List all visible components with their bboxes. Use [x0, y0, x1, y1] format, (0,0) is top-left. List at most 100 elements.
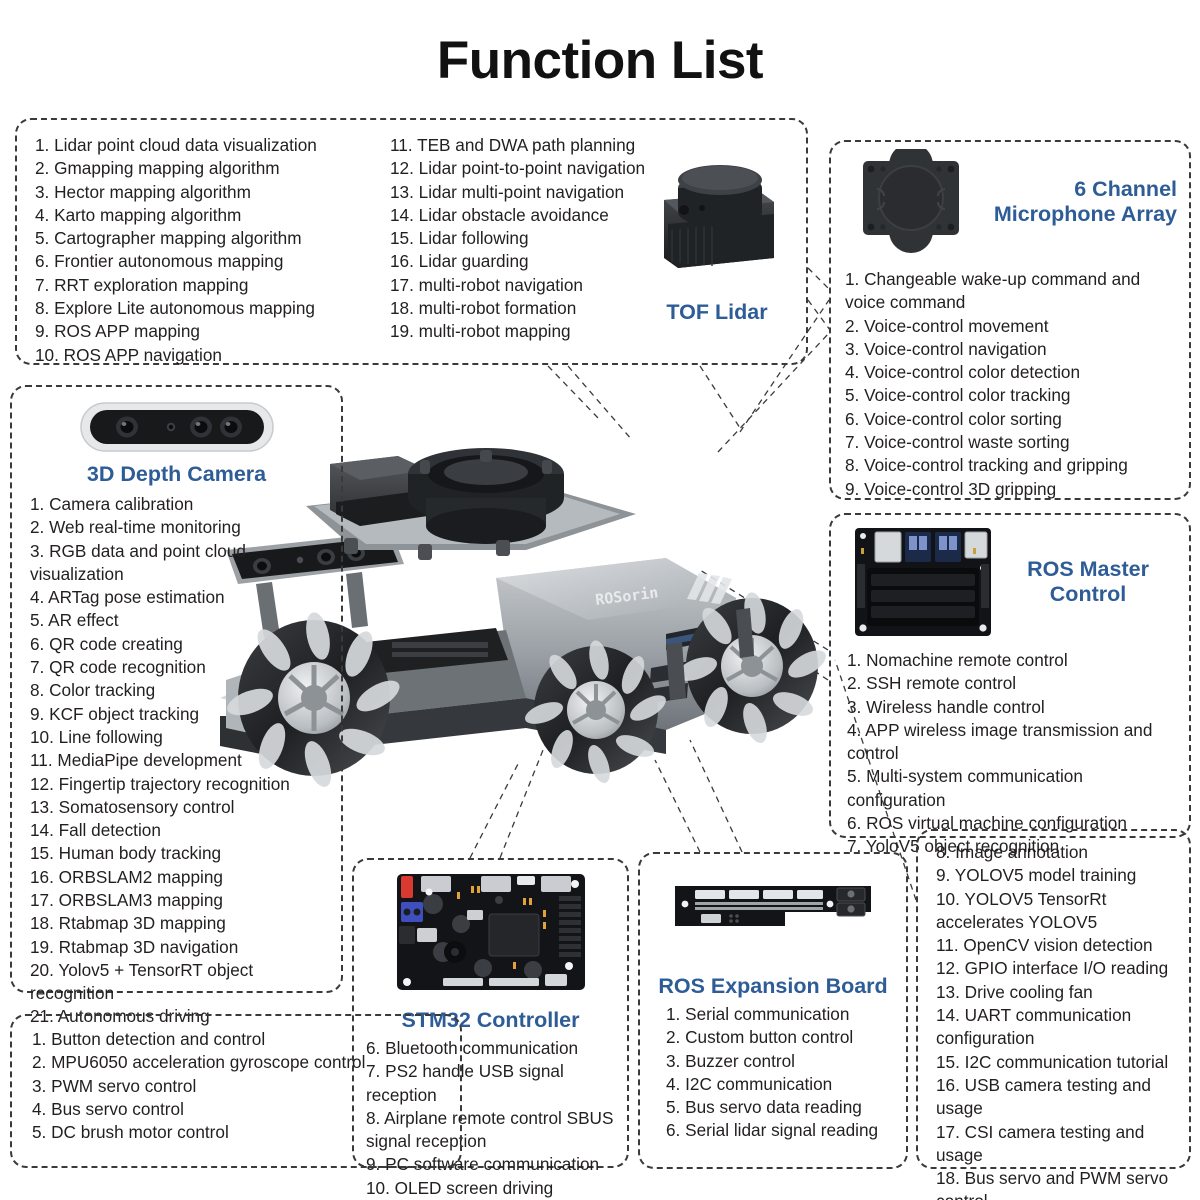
list-item: 12. GPIO interface I/O reading: [936, 958, 1169, 979]
list-item: 4. ARTag pose estimation: [30, 587, 225, 608]
list-item: 13. Lidar multi-point navigation: [390, 181, 625, 202]
list-item: 2. MPU6050 acceleration gyroscope contro…: [32, 1052, 366, 1073]
list-item: 1. Button detection and control: [32, 1029, 266, 1049]
list-item: 9. KCF object tracking: [30, 703, 200, 724]
stm32-function-list-second: 6. Bluetooth communication 7. PS2 handle…: [354, 1033, 627, 1200]
list-item: 8. Image annotation: [936, 842, 1088, 862]
list-item: 16. ORBSLAM2 mapping: [30, 866, 223, 887]
list-item: 4. I2C communication: [666, 1073, 833, 1094]
list-item: 5. Multi-system communication configurat…: [847, 766, 1083, 810]
heading-line-2: Control: [1049, 582, 1127, 606]
ros-expansion-function-list: 1. Serial communication 2. Custom button…: [640, 999, 906, 1143]
expansion-board-icon: [675, 886, 871, 926]
list-item: 6. Bluetooth communication: [366, 1037, 579, 1058]
panel-depth-camera: 3D Depth Camera 1. Camera calibration 2.…: [10, 385, 343, 1026]
list-item: 5. Voice-control color tracking: [845, 385, 1071, 406]
tof-lidar-icon: [664, 165, 774, 268]
ros-master-control-heading: ROS Master Control: [993, 557, 1183, 607]
list-item: 4. Bus servo control: [32, 1098, 184, 1119]
list-item: 5. Bus servo data reading: [666, 1097, 862, 1118]
list-item: 3. Wireless handle control: [847, 696, 1045, 717]
list-item: 14. Fall detection: [30, 820, 161, 841]
list-item: 3. PWM servo control: [32, 1075, 197, 1096]
list-item: 6. Frontier autonomous mapping: [35, 251, 284, 272]
list-item: 6. ROS virtual machine configuration: [847, 813, 1127, 834]
list-item: 10. Line following: [30, 726, 163, 747]
panel-ros-master-control-continued: 8. Image annotation 9. YOLOV5 model trai…: [916, 829, 1191, 1200]
list-item: 11. MediaPipe development: [30, 750, 242, 771]
panel-lidar-functions: 1. Lidar point cloud data visualization …: [15, 118, 808, 365]
list-item: 19. Rtabmap 3D navigation: [30, 936, 239, 957]
panel-ros-expansion-board: ROS Expansion Board 1. Serial communicat…: [638, 852, 908, 1169]
list-item: 12. Fingertip trajectory recognition: [30, 773, 290, 794]
list-item: 17. multi-robot navigation: [390, 274, 583, 295]
list-item: 1. Camera calibration: [30, 493, 194, 514]
list-item: 14. UART communication configuration: [936, 1005, 1132, 1049]
depth-camera-function-list: 1. Camera calibration 2. Web real-time m…: [12, 487, 341, 1029]
depth-camera-icon: [79, 402, 274, 452]
list-item: 6. Voice-control color sorting: [845, 408, 1062, 429]
list-item: 18. Bus servo and PWM servo control: [936, 1168, 1169, 1200]
list-item: 11. OpenCV vision detection: [936, 935, 1153, 956]
heading-line-1: 6 Channel: [1074, 177, 1177, 202]
list-item: 15. I2C communication tutorial: [936, 1051, 1169, 1072]
panel-stm32-controller-first-items: 1. Button detection and control 2. MPU60…: [10, 1014, 462, 1168]
microphone-array-heading: 6 Channel Microphone Array: [969, 177, 1181, 227]
heading-line-1: ROS Master: [1027, 557, 1149, 582]
list-item: 8. Voice-control tracking and gripping: [845, 455, 1128, 476]
list-item: 11. TEB and DWA path planning: [390, 135, 636, 155]
list-item: 5. AR effect: [30, 610, 119, 631]
list-item: 7. QR code recognition: [30, 657, 206, 678]
list-item: 9. YOLOV5 model training: [936, 865, 1137, 886]
list-item: 17. ORBSLAM3 mapping: [30, 889, 223, 910]
list-item: 18. Rtabmap 3D mapping: [30, 913, 226, 934]
list-item: 1. Changeable wake-up command and voice …: [845, 269, 1141, 313]
list-item: 13. Drive cooling fan: [936, 981, 1093, 1002]
ros-master-function-list: 1. Nomachine remote control 2. SSH remot…: [831, 643, 1189, 859]
list-item: 17. CSI camera testing and usage: [936, 1121, 1145, 1165]
heading-line-2: Microphone Array: [993, 202, 1177, 226]
list-item: 5. Cartographer mapping algorithm: [35, 228, 302, 249]
list-item: 12. Lidar point-to-point navigation: [390, 158, 646, 179]
stm32-controller-heading: STM32 Controller: [401, 1008, 580, 1032]
list-item: 5. DC brush motor control: [32, 1122, 229, 1143]
ros-expansion-board-heading: ROS Expansion Board: [658, 974, 888, 998]
list-item: 2. Gmapping mapping algorithm: [35, 158, 280, 179]
list-item: 18. multi-robot formation: [390, 298, 577, 319]
list-item: 4. Karto mapping algorithm: [35, 204, 242, 225]
list-item: 2. Custom button control: [666, 1027, 854, 1048]
list-item: 10. YOLOV5 TensorRt accelerates YOLOV5: [936, 888, 1107, 932]
panel-microphone-array: 6 Channel Microphone Array 1. Changeable…: [829, 140, 1191, 500]
mecanum-robot-image: ROSorin: [220, 448, 826, 787]
lidar-function-list-right: 11. TEB and DWA path planning 12. Lidar …: [390, 134, 690, 367]
list-item: 16. Lidar guarding: [390, 251, 529, 272]
list-item: 9. Voice-control 3D gripping: [845, 478, 1057, 499]
list-item: 10. ROS APP navigation: [35, 344, 222, 365]
list-item: 7. Voice-control waste sorting: [845, 432, 1070, 453]
list-item: 1. Nomachine remote control: [847, 650, 1068, 670]
list-item: 20. Yolov5 + TensorRT object recognition: [30, 959, 254, 1004]
list-item: 21. Autonomous driving: [30, 1006, 210, 1027]
list-item: 3. Hector mapping algorithm: [35, 181, 251, 202]
list-item: 3. Buzzer control: [666, 1050, 795, 1071]
list-item: 8. Airplane remote control SBUS signal r…: [366, 1107, 614, 1152]
panel-stm32-controller: STM32 Controller 6. Bluetooth communicat…: [352, 858, 629, 1198]
list-item: 15. Human body tracking: [30, 843, 222, 864]
tof-lidar-label: TOF Lidar: [666, 300, 768, 324]
list-item: 1. Serial communication: [666, 1003, 850, 1024]
list-item: 13. Somatosensory control: [30, 796, 235, 817]
list-item: 2. Voice-control movement: [845, 315, 1049, 336]
list-item: 7. PS2 handle USB signal reception: [366, 1061, 564, 1105]
list-item: 9. ROS APP mapping: [35, 321, 200, 342]
list-item: 8. Explore Lite autonomous mapping: [35, 298, 315, 319]
stm32-function-list-first: 1. Button detection and control 2. MPU60…: [12, 1016, 460, 1144]
lidar-function-list-left: 1. Lidar point cloud data visualization …: [35, 134, 390, 367]
page-title: Function List: [436, 31, 764, 90]
list-item: 15. Lidar following: [390, 228, 529, 249]
list-item: 10. OLED screen driving: [366, 1177, 554, 1198]
list-item: 19. multi-robot mapping: [390, 321, 571, 342]
list-item: 14. Lidar obstacle avoidance: [390, 204, 609, 225]
list-item: 9. PC software communication: [366, 1154, 600, 1175]
tof-lidar-product: TOF Lidar: [632, 140, 802, 340]
